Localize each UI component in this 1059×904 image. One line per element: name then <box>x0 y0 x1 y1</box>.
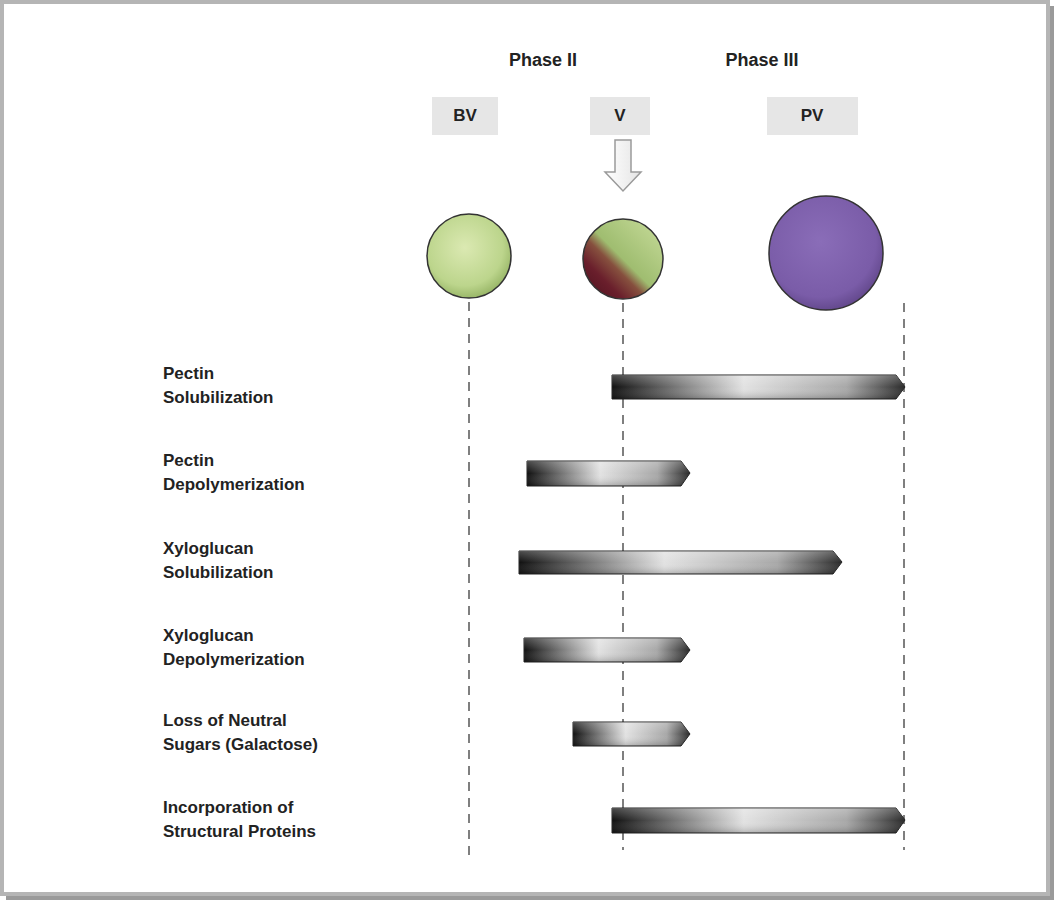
row-label: Xyloglucan Solubilization <box>163 537 298 585</box>
stage-label: V <box>614 106 625 126</box>
phase-label: Phase III <box>725 48 798 72</box>
row-label: Incorporation of Structural Proteins <box>163 796 353 844</box>
row-label: Pectin Depolymerization <box>163 449 331 497</box>
phase-label: Phase II <box>509 48 577 72</box>
frame <box>2 2 1048 894</box>
stage-box: V <box>590 97 650 135</box>
berry-veraison <box>583 219 663 299</box>
stage-label: PV <box>801 106 824 126</box>
berry-ripe <box>769 196 883 310</box>
stage-box: BV <box>432 97 498 135</box>
stage-label: BV <box>453 106 477 126</box>
row-label: Pectin Solubilization <box>163 362 298 410</box>
stage-guides <box>469 302 904 858</box>
row-label: Loss of Neutral Sugars (Galactose) <box>163 709 349 757</box>
berry-green <box>427 214 511 298</box>
process-bars <box>519 375 905 833</box>
stage-box: PV <box>767 97 858 135</box>
row-label: Xyloglucan Depolymerization <box>163 624 331 672</box>
stage-arrow <box>605 140 641 191</box>
